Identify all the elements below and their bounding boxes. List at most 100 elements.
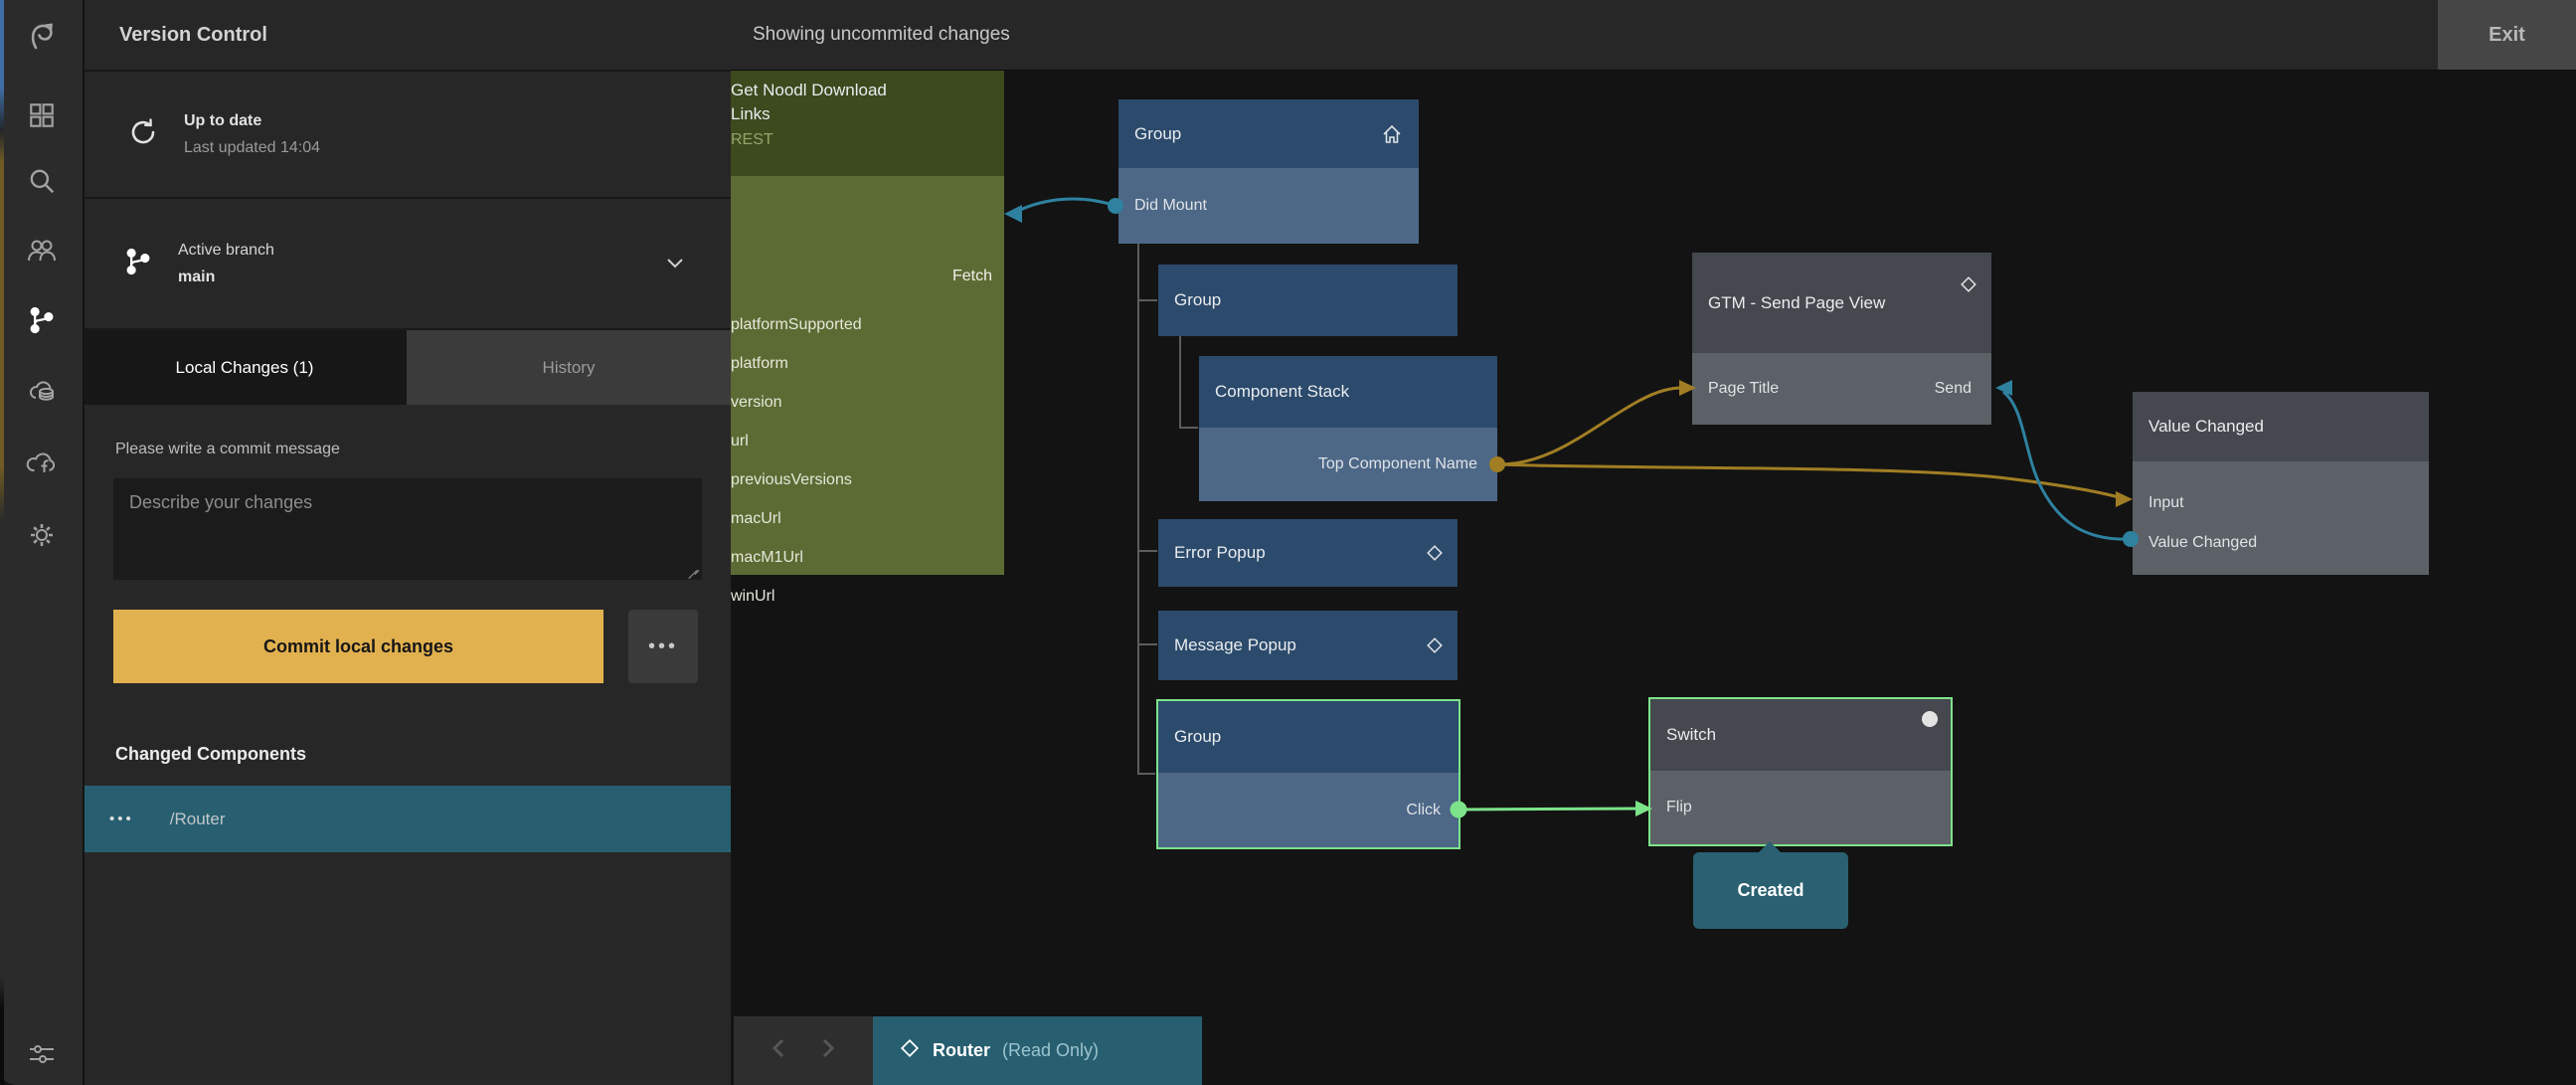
forward-icon[interactable] [820,1037,836,1064]
node-header: GTM - Send Page View [1692,253,1991,353]
port-platformsupported[interactable]: platformSupported [731,316,862,333]
back-icon[interactable] [771,1037,786,1064]
port-previousversions[interactable]: previousVersions [731,471,852,488]
node-group-child[interactable]: Group [1158,265,1458,336]
components-grid-icon[interactable] [0,100,83,130]
port-send[interactable]: Send [1934,380,1972,397]
status-text: Showing uncommited changes [753,24,1010,45]
node-title: Component Stack [1215,382,1350,401]
read-only-badge: (Read Only) [1002,1040,1100,1060]
component-diamond-icon [1425,543,1445,563]
cloud-functions-icon[interactable] [0,447,83,480]
branch-label: Active branch [178,242,274,259]
left-icon-rail [0,0,85,1085]
commit-message-box [113,478,702,580]
node-message-popup[interactable]: Message Popup [1158,611,1458,680]
node-header: Value Changed [2133,392,2429,461]
sliders-icon[interactable] [0,1038,83,1070]
branch-name: main [178,269,216,285]
version-control-panel: Version Control Up to date Last updated … [83,0,731,1085]
branch-icon [122,246,154,282]
node-header: Group [1158,701,1459,773]
chevron-down-icon[interactable] [663,251,687,279]
node-title: Get Noodl Download Links [731,81,887,123]
port-page-title[interactable]: Page Title [1708,380,1780,397]
port-top-component-name[interactable]: Top Component Name [1199,428,1497,501]
changed-components-heading: Changed Components [115,744,306,764]
port-value-changed[interactable]: Value Changed [2148,534,2258,551]
sync-updated: Last updated 14:04 [184,139,321,156]
commit-message-input[interactable] [113,478,702,580]
node-title: Group [1134,123,1182,143]
active-branch-row[interactable]: Active branch main [83,199,731,330]
node-header: Group [1118,99,1419,168]
changed-component-row[interactable]: ••• /Router [83,786,731,852]
port-fetch[interactable]: Fetch [951,268,992,284]
node-error-popup[interactable]: Error Popup [1158,519,1458,587]
search-icon[interactable] [0,166,83,196]
port-list[interactable]: Input Value Changed [2133,461,2429,575]
port-macm1url[interactable]: macM1Url [731,549,803,566]
port-version[interactable]: version [731,394,782,411]
node-title: Group [1174,727,1222,746]
cloud-database-icon[interactable] [0,375,83,409]
sync-status: Up to date [184,112,262,129]
version-control-branch-icon[interactable] [0,304,83,336]
exit-button[interactable]: Exit [2438,0,2576,70]
port-input[interactable]: Input [2148,494,2184,511]
panel-header: Version Control [83,0,731,72]
component-diamond-icon [899,1037,921,1064]
input-ports[interactable]: platformSupported platform version url p… [731,305,862,616]
node-group-root[interactable]: Group Did Mount [1118,99,1419,244]
port-click[interactable]: Click [1158,773,1459,847]
sync-status-row[interactable]: Up to date Last updated 14:04 [83,72,731,199]
collaboration-users-icon[interactable] [0,235,83,267]
port-platform[interactable]: platform [731,355,788,372]
node-title: Error Popup [1174,543,1266,562]
created-badge: Created [1693,841,1848,929]
tab-history[interactable]: History [407,330,731,405]
port-macurl[interactable]: macUrl [731,510,781,527]
row-menu-icon[interactable]: ••• [109,811,134,827]
more-options-button[interactable]: ••• [628,610,698,683]
node-title: Switch [1666,725,1717,744]
commit-prompt: Please write a commit message [115,441,340,457]
port-url[interactable]: url [731,433,749,450]
tab-local-changes[interactable]: Local Changes (1) [83,330,407,405]
node-title: Value Changed [2148,417,2264,436]
home-icon [1380,122,1404,146]
panel-title: Version Control [119,23,267,46]
node-component-stack[interactable]: Component Stack Top Component Name [1199,356,1497,501]
node-header: Group [1158,265,1458,336]
node-group-selected[interactable]: Group Click [1156,699,1460,849]
tab-router[interactable]: Router (Read Only) [873,1016,1202,1085]
component-diamond-icon [1425,635,1445,655]
tab-label: Router [933,1040,990,1060]
port-flip[interactable]: Flip [1650,771,1951,844]
node-rest[interactable]: Get Noodl Download Links REST Fetch plat… [719,69,1004,605]
node-switch[interactable]: Switch Flip [1648,697,1953,846]
component-diamond-icon [1959,274,1978,294]
node-header: Get Noodl Download Links REST [719,69,1004,176]
settings-gear-icon[interactable] [0,519,83,551]
node-title: Group [1174,290,1222,309]
commit-button[interactable]: Commit local changes [113,610,603,683]
node-title: Message Popup [1174,635,1296,654]
canvas-topbar: Showing uncommited changes [731,0,2576,71]
node-header: Error Popup [1158,519,1458,587]
badge-label: Created [1737,880,1804,900]
noodl-logo-icon[interactable] [0,20,83,52]
refresh-icon[interactable] [126,115,160,154]
port-did-mount[interactable]: Did Mount [1118,168,1419,244]
node-gtm-send-page-view[interactable]: GTM - Send Page View Page Title Send [1692,253,1991,425]
node-header: Message Popup [1158,611,1458,680]
connection-dot [1922,711,1938,727]
node-value-changed[interactable]: Value Changed Input Value Changed [2133,392,2429,575]
node-subtitle: REST [731,131,773,148]
port-row[interactable]: Page Title Send [1692,353,1991,425]
node-header: Component Stack [1199,356,1497,428]
port-winurl[interactable]: winUrl [731,588,775,605]
node-header: Switch [1650,699,1951,771]
panel-tabs: Local Changes (1) History [83,330,731,405]
